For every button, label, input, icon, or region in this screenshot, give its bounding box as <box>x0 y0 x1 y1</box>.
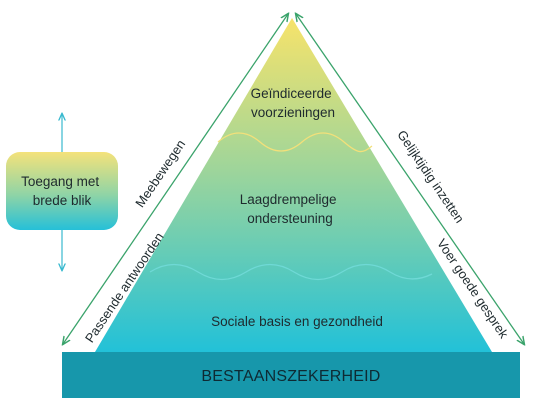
tier-middle-line-2: ondersteuning <box>247 211 333 226</box>
side-box-line-1: Toegang met <box>21 174 99 189</box>
tier-top-line-2: voorzieningen <box>251 105 335 120</box>
side-box-label: Toegang met brede blik <box>21 174 103 208</box>
tier-bottom-label: Sociale basis en gezondheid <box>211 314 383 329</box>
base-bar <box>62 352 520 398</box>
tier-bottom-line-1: Sociale basis en gezondheid <box>211 314 383 329</box>
side-box <box>6 152 118 230</box>
left-side-arrow <box>63 14 288 344</box>
base-label: BESTAANSZEKERHEID <box>201 368 380 385</box>
side-box-line-2: brede blik <box>33 193 92 208</box>
tier-top-line-1: Geïndiceerde <box>251 86 332 101</box>
right-side-arrow <box>296 14 524 344</box>
tier-middle-line-1: Laagdrempelige <box>240 192 337 207</box>
